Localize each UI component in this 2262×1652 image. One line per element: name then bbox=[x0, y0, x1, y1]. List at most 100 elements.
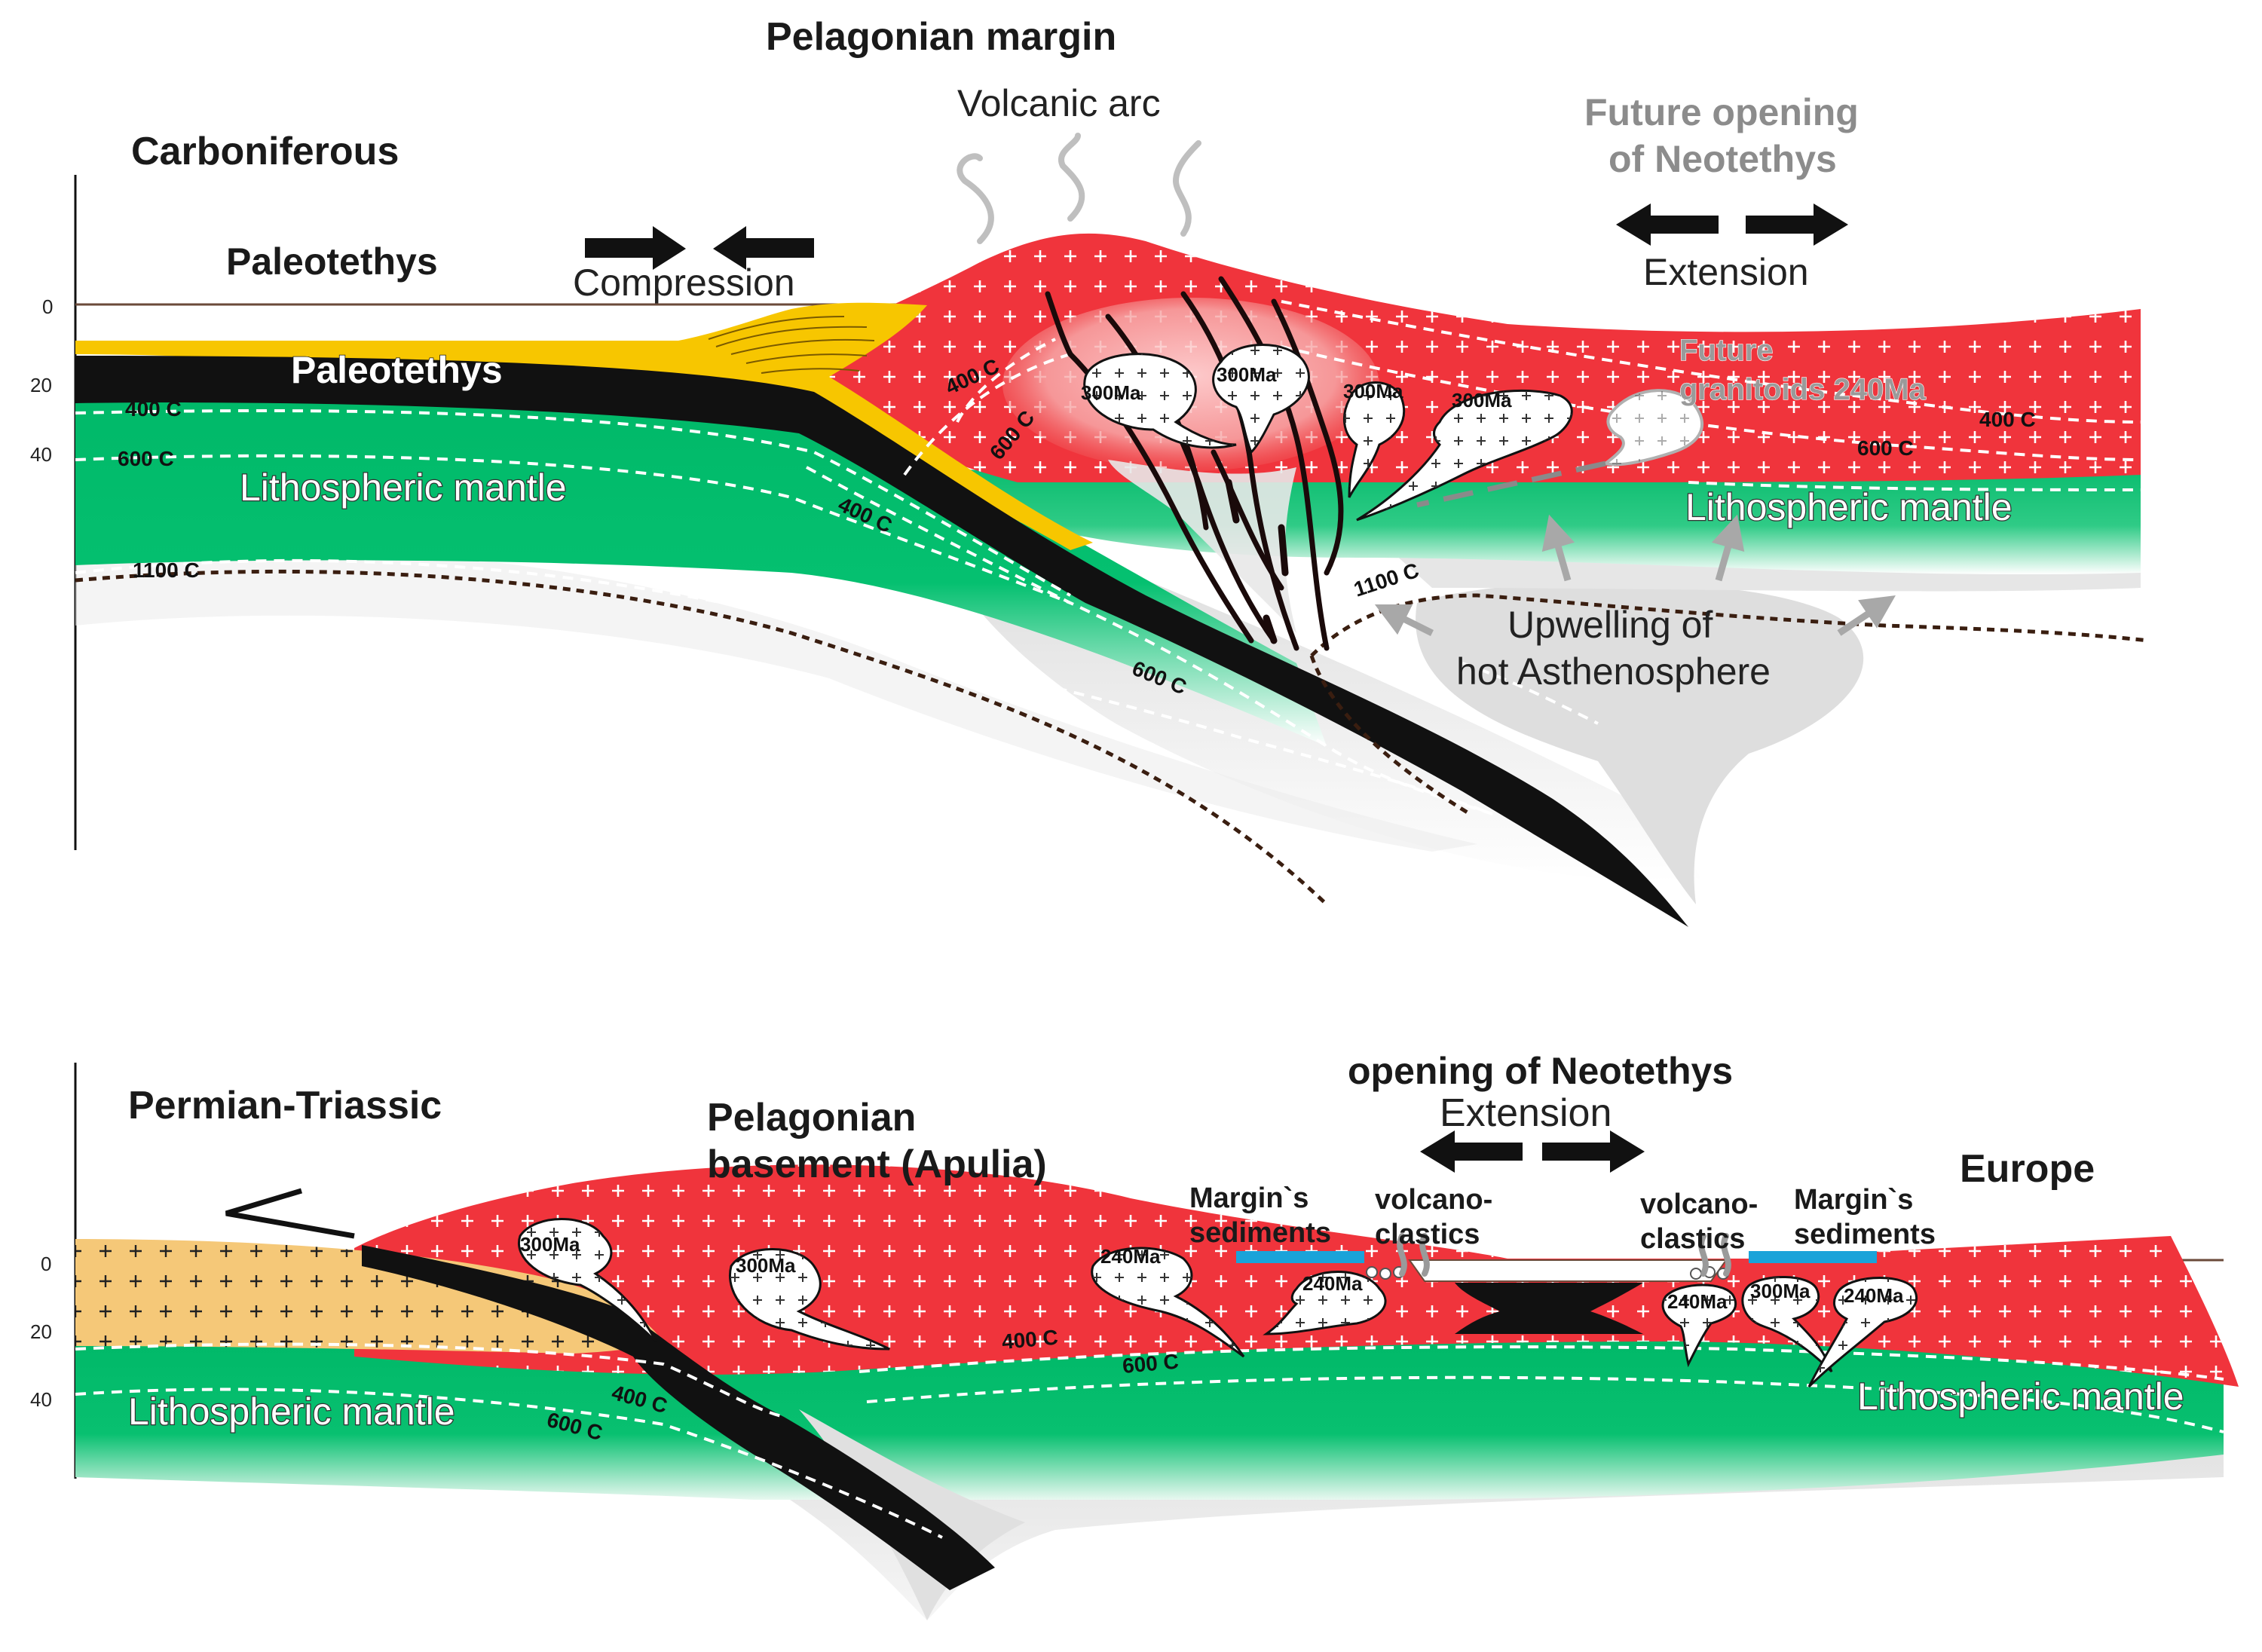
bottom-volcano-right-1: volcano- bbox=[1640, 1189, 1758, 1220]
top-upwelling-arrows bbox=[1374, 514, 1896, 637]
bottom-pluton-3: 240Ma bbox=[1091, 1245, 1245, 1358]
bottom-depth-tick-0: 0 bbox=[41, 1253, 51, 1275]
bottom-opening-label: opening of Neotethys bbox=[1348, 1050, 1733, 1092]
bottom-pluton-age-1: 300Ma bbox=[520, 1233, 580, 1256]
top-depth-tick-0: 0 bbox=[42, 295, 53, 318]
bottom-lithospheric-mantle bbox=[75, 1335, 2224, 1500]
bottom-pluton-1: 300Ma bbox=[518, 1218, 657, 1343]
top-dike-fragments bbox=[1225, 479, 1289, 644]
top-compression-arrow-left bbox=[713, 226, 814, 270]
top-accretionary-wedge bbox=[708, 316, 875, 374]
bottom-margin-sed-right-1: Margin`s bbox=[1794, 1184, 1913, 1216]
bottom-mantle-left-label: Lithospheric mantle bbox=[128, 1390, 455, 1433]
top-compression-label: Compression bbox=[573, 262, 795, 304]
bottom-pluton-age-2: 300Ma bbox=[736, 1254, 796, 1277]
bottom-basement-line1: Pelagonian bbox=[707, 1096, 916, 1140]
bottom-period-label: Permian-Triassic bbox=[128, 1084, 442, 1127]
bottom-depth-tick-40: 40 bbox=[30, 1388, 52, 1411]
top-period-label: Carboniferous bbox=[131, 130, 399, 173]
bottom-volcaniclastic-plumes bbox=[1397, 1233, 1731, 1277]
top-extension-arrow-right bbox=[1746, 203, 1848, 246]
bottom-pluton-age-4: 240Ma bbox=[1302, 1272, 1363, 1295]
top-panel: 0 20 40 bbox=[30, 15, 2149, 927]
bottom-pluton-age-7: 240Ma bbox=[1844, 1284, 1904, 1307]
bottom-volcano-right-2: clastics bbox=[1640, 1223, 1745, 1255]
bottom-slip-arrow bbox=[225, 1188, 355, 1239]
top-pluton-age-3: 300Ma bbox=[1343, 380, 1403, 402]
top-extension-label: Extension bbox=[1643, 251, 1809, 293]
top-pluton-age-2: 300Ma bbox=[1217, 363, 1277, 386]
top-paleotethys-ocean-label: Paleotethys bbox=[226, 240, 438, 283]
top-pluton-1: 300Ma bbox=[1081, 353, 1237, 449]
bottom-extension-label: Extension bbox=[1440, 1091, 1612, 1135]
top-pluton-2: 300Ma bbox=[1212, 344, 1310, 454]
bottom-pluton-5: 240Ma bbox=[1661, 1283, 1737, 1368]
top-asthenosphere-plume bbox=[1416, 582, 1864, 904]
bottom-rift-ocean-floor bbox=[1455, 1283, 1643, 1334]
top-iso-right-600: 600 C bbox=[1857, 436, 1914, 460]
top-future-opening-line2: of Neotethys bbox=[1608, 138, 1837, 180]
bottom-europe-label: Europe bbox=[1960, 1147, 2095, 1191]
bottom-depth-tick-20: 20 bbox=[30, 1320, 52, 1343]
top-volcanic-arc-label: Volcanic arc bbox=[957, 82, 1161, 124]
bottom-basement-pattern bbox=[75, 1239, 663, 1354]
top-iso-right-1100: 1100 C bbox=[1351, 558, 1422, 601]
top-pluton-4: 300Ma bbox=[1356, 389, 1573, 522]
bottom-pluton-4: 240Ma bbox=[1263, 1271, 1387, 1335]
bottom-pluton-age-3: 240Ma bbox=[1100, 1245, 1161, 1268]
top-isotherm-1100 bbox=[75, 569, 2149, 906]
bottom-mantle-right-label: Lithospheric mantle bbox=[1857, 1375, 2184, 1418]
bottom-pluton-age-6: 300Ma bbox=[1750, 1280, 1811, 1302]
top-future-opening-line1: Future opening bbox=[1584, 91, 1859, 133]
top-future-granitoids-line2: granitoids 240Ma bbox=[1679, 373, 1927, 406]
top-future-granitoids-line1: Future bbox=[1679, 334, 1773, 367]
bottom-extension-arrows bbox=[1420, 1130, 1645, 1173]
top-mantle-right-label: Lithospheric mantle bbox=[1685, 486, 2013, 528]
bottom-panel: 0 20 40 bbox=[30, 1050, 2239, 1620]
top-depth-tick-40: 40 bbox=[30, 443, 52, 466]
bottom-iso-mid-600: 600 C bbox=[1122, 1350, 1180, 1378]
top-future-granitoid-feeder bbox=[1416, 460, 1606, 508]
top-isotherms-white-right bbox=[1281, 300, 2141, 491]
top-oceanic-slab bbox=[75, 356, 1688, 927]
top-extension-arrow-left bbox=[1616, 203, 1719, 246]
top-iso-left-400: 400 C bbox=[125, 397, 182, 421]
bottom-margin-sed-left-2: sediments bbox=[1189, 1217, 1331, 1249]
bottom-pluton-7: 240Ma bbox=[1807, 1277, 1918, 1388]
bottom-oceanic-slab bbox=[362, 1245, 995, 1590]
top-lithosphere-shadow bbox=[75, 548, 1477, 852]
top-iso-right-400: 400 C bbox=[1979, 408, 2036, 431]
bottom-extension-arrow-left bbox=[1420, 1130, 1523, 1173]
top-upwelling-line1: Upwelling of bbox=[1507, 604, 1713, 646]
top-iso-left-1100: 1100 C bbox=[133, 558, 200, 582]
bottom-isotherms-white bbox=[75, 1342, 2224, 1539]
top-pluton-3: 300Ma bbox=[1342, 380, 1406, 498]
bottom-sea-right bbox=[1749, 1251, 1877, 1263]
top-compression-arrow-right bbox=[585, 226, 686, 270]
top-margin-title: Pelagonian margin bbox=[766, 15, 1116, 59]
bottom-basement-line2: basement (Apulia) bbox=[707, 1143, 1047, 1186]
top-pluton-age-1: 300Ma bbox=[1081, 381, 1141, 404]
bottom-sea-left bbox=[1236, 1251, 1364, 1263]
top-compression-arrows bbox=[585, 226, 814, 270]
bottom-margin-sed-right-2: sediments bbox=[1794, 1219, 1936, 1250]
bottom-margin-sed-left-1: Margin`s bbox=[1189, 1182, 1309, 1214]
bottom-pluton-6: 300Ma bbox=[1741, 1275, 1833, 1373]
bottom-volcano-left-2: clastics bbox=[1375, 1219, 1480, 1250]
top-melt-column bbox=[1108, 460, 1296, 633]
top-mantle-left-label: Lithospheric mantle bbox=[240, 467, 567, 509]
top-isotherms-white bbox=[75, 338, 1599, 815]
top-volcanic-plumes bbox=[957, 133, 1201, 244]
top-iso-left-600: 600 C bbox=[118, 447, 174, 470]
top-extension-arrows bbox=[1616, 203, 1848, 246]
top-left-lithospheric-mantle bbox=[75, 384, 1327, 746]
bottom-iso-mid-400: 400 C bbox=[1001, 1326, 1059, 1354]
bottom-pluton-age-5: 240Ma bbox=[1667, 1290, 1728, 1313]
bottom-rift-white-gap bbox=[1408, 1259, 1728, 1282]
bottom-extension-arrow-right bbox=[1542, 1130, 1645, 1173]
top-future-granitoid bbox=[1416, 389, 1704, 508]
top-upwelling-line2: hot Asthenosphere bbox=[1456, 650, 1771, 693]
top-pluton-age-4: 300Ma bbox=[1452, 389, 1512, 411]
bottom-pluton-2: 300Ma bbox=[729, 1248, 890, 1351]
